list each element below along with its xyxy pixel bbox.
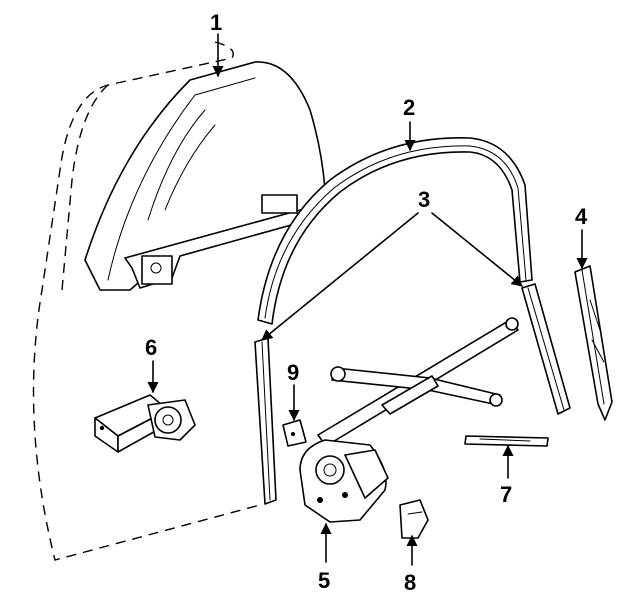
rear-channel-strip (574, 265, 613, 421)
callout-9: 9 (287, 360, 299, 385)
callout-6: 6 (145, 335, 157, 360)
leader-lines (147, 33, 588, 566)
callout-4: 4 (575, 204, 588, 229)
glass-run-channel (257, 137, 533, 325)
window-regulator (299, 317, 519, 523)
run-channel-right (521, 283, 571, 415)
callout-1: 1 (210, 10, 222, 35)
bracket-strip (464, 435, 549, 447)
regulator-clip (399, 499, 429, 539)
callout-7: 7 (500, 482, 512, 507)
callout-8: 8 (404, 570, 416, 595)
door-glass (84, 61, 326, 291)
callout-5: 5 (318, 568, 330, 593)
run-channel-left (254, 337, 277, 505)
callout-3: 3 (418, 187, 430, 212)
callout-2: 2 (403, 95, 415, 120)
small-bracket (282, 419, 307, 447)
window-motor (94, 394, 196, 453)
door-outline (32, 41, 261, 561)
